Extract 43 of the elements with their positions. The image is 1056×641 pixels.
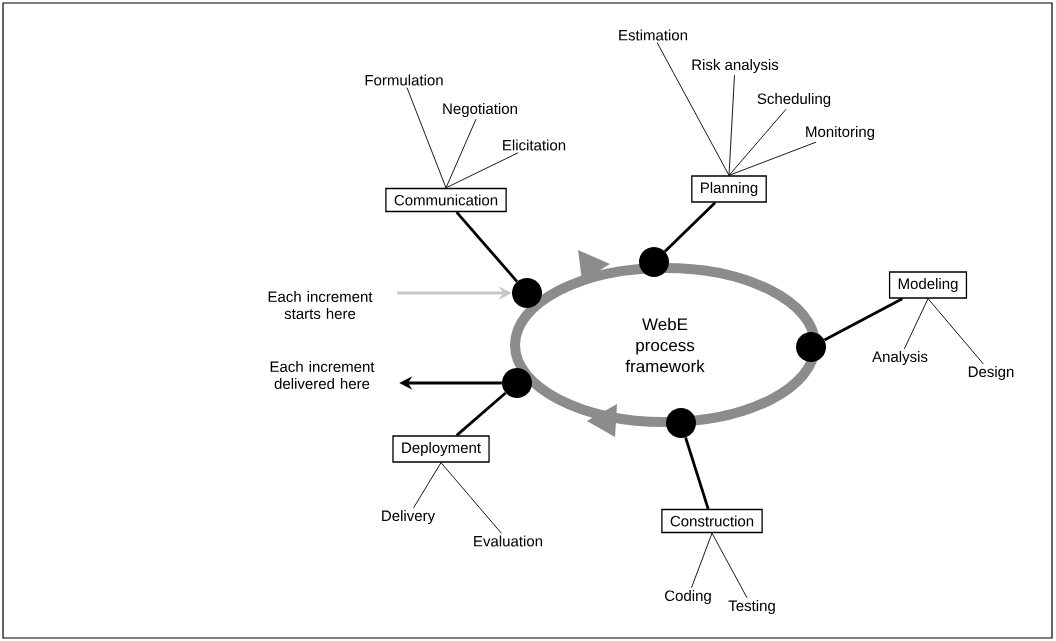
connector-line (823, 297, 903, 342)
task-label: Delivery (382, 510, 436, 524)
junction-dot (639, 247, 669, 277)
activity-box: Modeling (888, 271, 968, 299)
connector-line (711, 532, 748, 599)
task-label: Scheduling (757, 93, 831, 107)
connector-line (440, 462, 502, 534)
connector-line (406, 87, 447, 189)
connector-line (445, 152, 519, 189)
junction-dot (666, 408, 696, 438)
connector-line (691, 532, 713, 589)
task-label: Monitoring (806, 126, 875, 140)
connector-line (728, 141, 817, 176)
activity-box: Planning (691, 175, 767, 203)
connector-line (728, 108, 787, 176)
task-label: Design (968, 366, 1014, 380)
connector-line (445, 118, 477, 189)
connector-line (927, 298, 984, 365)
connector-line (684, 437, 710, 510)
junction-dot (512, 278, 542, 308)
junction-dot (502, 368, 532, 398)
task-label: Analysis (872, 351, 928, 365)
connector-line (656, 42, 730, 176)
task-label: Coding (665, 590, 711, 604)
connector-line (663, 201, 716, 253)
task-label: Evaluation (474, 535, 543, 547)
task-label: Elicitation (503, 139, 566, 151)
note-text: Each increment starts here (268, 291, 373, 319)
activity-box: Deployment (392, 435, 490, 463)
connector-line (903, 298, 929, 350)
connector-line (728, 74, 735, 176)
activity-box: Construction (661, 508, 763, 534)
task-label: Formulation (365, 74, 443, 86)
task-label: Testing (728, 600, 775, 614)
connector-line (413, 462, 442, 509)
task-label: Estimation (619, 29, 688, 41)
task-label: Risk analysis (692, 59, 779, 73)
note-text: Each increment delivered here (270, 361, 375, 389)
connector-line (455, 211, 519, 283)
junction-dot (796, 332, 826, 362)
activity-box: Communication (385, 187, 507, 213)
connector-line (455, 391, 507, 437)
task-label: Negotiation (443, 103, 517, 117)
